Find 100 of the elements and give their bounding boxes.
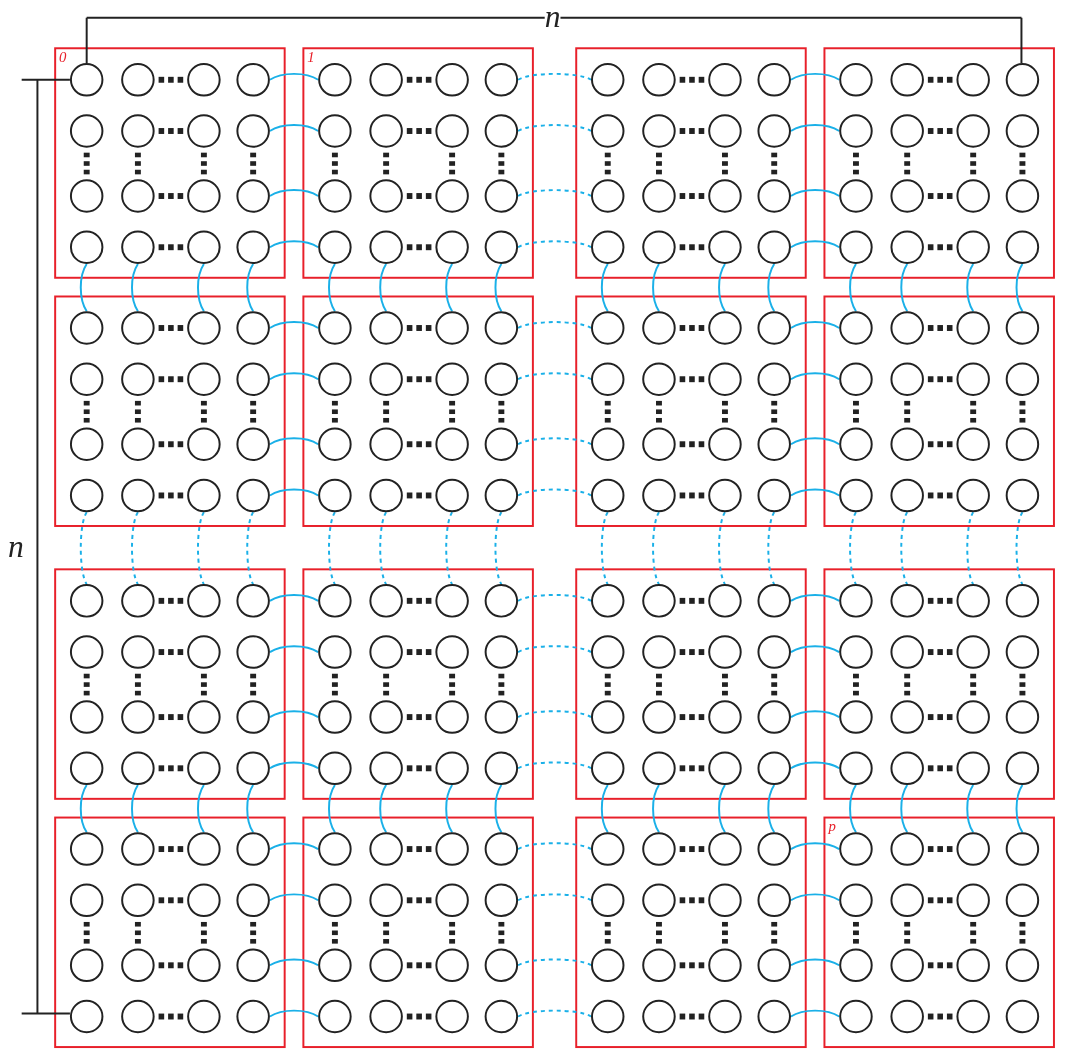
- node-circle: [591, 478, 625, 513]
- grid-block: [823, 568, 1055, 800]
- node-circle: [369, 311, 403, 345]
- connector-line: [517, 1009, 592, 1018]
- node-circle: [187, 230, 221, 264]
- node-circle: [708, 700, 742, 734]
- node-circle: [708, 883, 742, 918]
- node-circle: [369, 362, 403, 396]
- connector-line: [517, 321, 592, 329]
- node-circle: [236, 700, 270, 734]
- connector-line: [1015, 784, 1024, 834]
- node-circle: [708, 478, 742, 513]
- node-circle: [187, 584, 221, 618]
- node-circle: [484, 63, 519, 97]
- grid-block: [575, 295, 807, 527]
- node-circle: [1005, 999, 1040, 1034]
- node-circle: [435, 948, 469, 983]
- connector-line: [600, 263, 609, 313]
- node-circle: [642, 427, 676, 461]
- node-circle: [69, 478, 104, 513]
- grid-block: [575, 816, 807, 1049]
- node-circle: [435, 114, 469, 148]
- connector-line: [966, 511, 975, 586]
- node-circle: [839, 832, 873, 866]
- node-circle: [642, 63, 676, 97]
- node-circle: [642, 635, 676, 669]
- node-circle: [1005, 427, 1040, 461]
- node-circle: [890, 832, 924, 866]
- grid-block: [54, 47, 286, 279]
- node-circle: [435, 751, 469, 786]
- connector-line: [849, 784, 857, 834]
- block-label: 1: [307, 49, 315, 65]
- connector-line: [900, 263, 909, 313]
- node-circle: [236, 832, 270, 866]
- connector-line: [789, 645, 841, 654]
- node-circle: [187, 999, 221, 1034]
- node-circle: [318, 700, 352, 734]
- connector-line: [328, 511, 336, 586]
- node-circle: [757, 700, 791, 734]
- node-circle: [757, 179, 791, 213]
- node-circle: [121, 478, 155, 513]
- node-circle: [890, 230, 924, 264]
- connector-line: [517, 372, 592, 381]
- node-circle: [890, 948, 924, 983]
- node-circle: [1005, 948, 1040, 983]
- node-circle: [318, 751, 352, 786]
- node-circle: [236, 63, 270, 97]
- node-circle: [956, 999, 990, 1034]
- node-circle: [435, 362, 469, 396]
- node-circle: [642, 362, 676, 396]
- connector-line: [246, 511, 255, 586]
- node-circle: [69, 751, 104, 786]
- connector-line: [517, 488, 592, 497]
- node-circle: [121, 832, 155, 866]
- connector-line: [900, 784, 909, 834]
- connector-line: [789, 593, 841, 602]
- connector-line: [1015, 511, 1024, 586]
- node-circle: [435, 635, 469, 669]
- connector-line: [517, 189, 592, 197]
- node-circle: [484, 478, 519, 513]
- node-circle: [956, 948, 990, 983]
- node-circle: [369, 700, 403, 734]
- node-circle: [187, 635, 221, 669]
- connector-line: [718, 511, 726, 586]
- node-circle: [757, 427, 791, 461]
- node-circle: [69, 700, 104, 734]
- node-circle: [369, 883, 403, 918]
- node-circle: [757, 948, 791, 983]
- node-circle: [757, 114, 791, 148]
- node-circle: [956, 751, 990, 786]
- connector-line: [789, 437, 841, 446]
- node-circle: [435, 478, 469, 513]
- node-circle: [236, 114, 270, 148]
- connector-line: [197, 784, 205, 834]
- node-circle: [484, 114, 519, 148]
- node-circle: [187, 311, 221, 345]
- node-circle: [236, 362, 270, 396]
- node-circle: [839, 584, 873, 618]
- node-circle: [839, 362, 873, 396]
- node-circle: [435, 832, 469, 866]
- connector-line: [131, 263, 139, 313]
- connector-line: [789, 72, 841, 81]
- connector-line: [789, 189, 841, 197]
- grid-block: [54, 295, 286, 527]
- node-circle: [642, 700, 676, 734]
- node-circle: [708, 311, 742, 345]
- node-circle: [187, 751, 221, 786]
- node-circle: [642, 584, 676, 618]
- connector-line: [789, 893, 841, 902]
- node-circle: [484, 700, 519, 734]
- node-circle: [757, 635, 791, 669]
- node-circle: [484, 635, 519, 669]
- node-circle: [318, 230, 352, 264]
- node-circle: [890, 427, 924, 461]
- connector-line: [268, 321, 320, 329]
- node-circle: [1005, 478, 1040, 513]
- connector-line: [268, 189, 320, 197]
- node-circle: [318, 584, 352, 618]
- node-circle: [484, 584, 519, 618]
- node-circle: [187, 883, 221, 918]
